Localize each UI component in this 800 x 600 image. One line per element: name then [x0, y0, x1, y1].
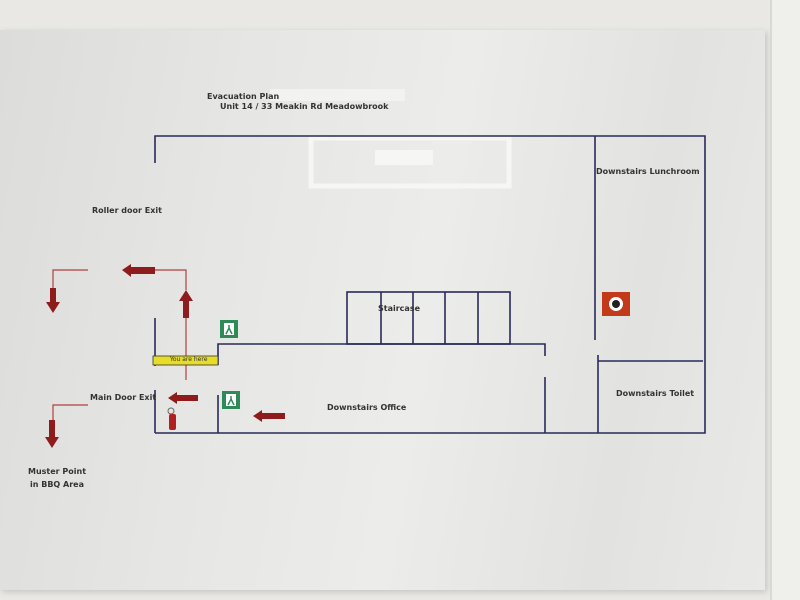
- plan-address: Unit 14 / 33 Meakin Rd Meadowbrook: [220, 102, 389, 111]
- arrow-down-icon: [45, 420, 59, 448]
- evacuation-route-lines: [52, 269, 187, 420]
- room-staircase: Staircase: [378, 304, 420, 313]
- walls: [154, 135, 706, 434]
- main-door-exit-label: Main Door Exit: [90, 393, 157, 402]
- room-toilet: Downstairs Toilet: [616, 389, 695, 398]
- fire-extinguisher-icon: [167, 407, 176, 430]
- title-blank-strip: [270, 89, 405, 101]
- muster-point-label: Muster Point: [28, 467, 87, 476]
- evacuation-plan-sheet: [0, 30, 765, 590]
- exit-sign-icon: [220, 320, 238, 338]
- loading-area-outline: [308, 135, 512, 189]
- arrow-down-icon: [46, 288, 60, 313]
- wall-frame: [770, 0, 800, 600]
- muster-point-area: in BBQ Area: [30, 480, 84, 489]
- arrow-left-icon: [168, 392, 198, 404]
- loading-area-block: [375, 150, 433, 165]
- room-office: Downstairs Office: [327, 403, 407, 412]
- roller-door-exit-label: Roller door Exit: [92, 206, 162, 215]
- arrow-left-icon: [253, 410, 285, 422]
- exit-sign-icon: [222, 391, 240, 409]
- arrow-up-icon: [179, 290, 193, 318]
- you-are-here-label: You are here: [170, 356, 208, 363]
- room-lunchroom: Downstairs Lunchroom: [596, 167, 700, 176]
- route-arrows: [45, 264, 285, 448]
- you-are-here-marker: [152, 355, 219, 366]
- fire-alarm-icon: [602, 292, 630, 316]
- arrow-left-icon: [122, 264, 155, 277]
- plan-title: Evacuation Plan: [207, 92, 280, 101]
